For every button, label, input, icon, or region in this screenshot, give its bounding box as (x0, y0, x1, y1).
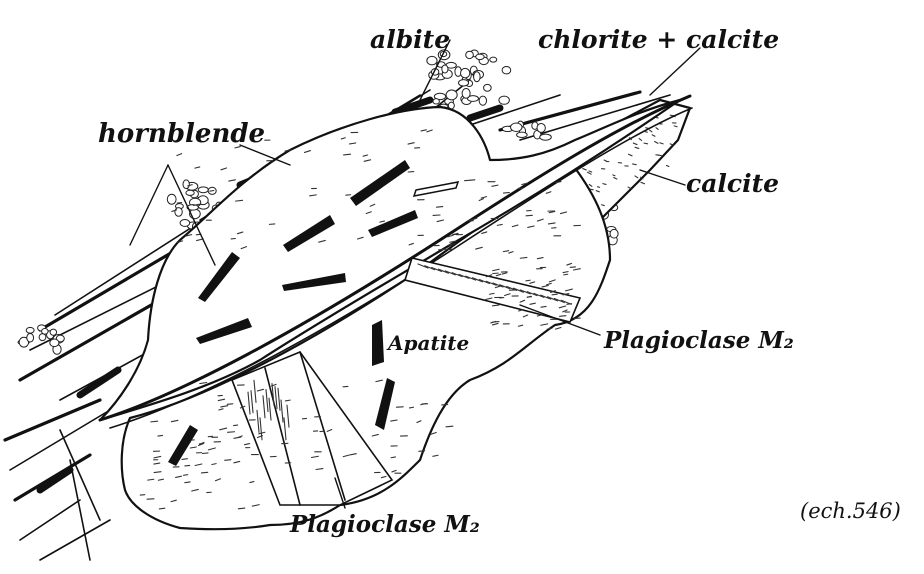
hornblende-streak (20, 500, 80, 540)
plagioclase-stipple-dash (567, 304, 572, 305)
albite-grain (50, 339, 59, 347)
albite-grain (462, 89, 470, 99)
calcite-stipple-dot (644, 143, 648, 144)
albite-grain (502, 66, 511, 73)
plagioclase-stipple-dash (238, 508, 244, 509)
plagioclase-stipple-dash (151, 421, 158, 422)
hornblende-streak (40, 520, 110, 560)
plagioclase-stipple-dash (437, 207, 443, 208)
plagioclase-stipple-dash (560, 316, 566, 317)
albite-grain (180, 219, 190, 226)
plagioclase-stipple-dash (409, 407, 413, 408)
albite-grain (540, 134, 552, 140)
calcite-stipple-dot (602, 205, 605, 206)
plagioclase-stipple-dash (159, 508, 164, 509)
albite-grain (490, 57, 497, 62)
plagioclase-stipple-dash (448, 249, 454, 250)
plagioclase-stipple-dash (446, 426, 453, 427)
albite-grain (50, 329, 57, 335)
plagioclase-stipple-dash (195, 167, 200, 168)
plagioclase-stipple-dash (574, 318, 580, 319)
albite-grain (446, 90, 457, 100)
albite-grain (39, 334, 46, 341)
albite-grain (198, 187, 208, 193)
albite-grain (26, 327, 34, 333)
albite-grain (186, 190, 194, 195)
albite-grain (499, 96, 509, 104)
label-albite: albite (370, 25, 450, 54)
albite-grain (427, 56, 437, 64)
albite-grain (42, 328, 49, 334)
plagioclase-stipple-dash (185, 482, 190, 483)
plagioclase-stipple-dash (225, 460, 231, 461)
plagioclase-stipple-dash (391, 457, 395, 458)
albite-grain (442, 65, 448, 73)
hornblende-streak (5, 400, 100, 440)
hornblende-streak (80, 370, 118, 395)
plagioclase-stipple-dash (503, 192, 509, 193)
chlorite-leader (650, 48, 700, 95)
plagioclase-stipple-dash (227, 404, 233, 405)
albite-grain (167, 194, 176, 204)
plagioclase-stipple-dash (228, 432, 235, 433)
plagioclase-stipple-dash (177, 154, 182, 156)
albite-grain (433, 99, 439, 104)
plagioclase-stipple-dash (158, 435, 163, 436)
plagioclase-stipple-dash (210, 191, 214, 192)
albite-grain (459, 80, 469, 86)
plagioclase-stipple-dash (221, 168, 227, 170)
label-scale: (ech.546) (800, 499, 901, 523)
albite-grain (537, 123, 545, 132)
albite-grain (175, 208, 182, 217)
plagioclase-stipple-dash (433, 455, 438, 456)
calcite-stipple-dot (641, 182, 645, 183)
albite-grain (479, 96, 486, 105)
plagioclase-stipple-dash (177, 203, 181, 204)
label-hornblende: hornblende (98, 119, 265, 149)
plagioclase-stipple-dash (552, 294, 557, 295)
label-plagioclase-bottom: Plagioclase M₂ (289, 511, 480, 538)
plagioclase-stipple-dash (184, 475, 188, 476)
plagioclase-stipple-dash (564, 274, 568, 275)
calcite-leader (640, 170, 685, 185)
apatite-crystal (372, 320, 384, 366)
calcite-stipple-dot (633, 164, 637, 165)
plagioclase-stipple-dash (439, 249, 446, 250)
plagioclase-stipple-dash (185, 465, 190, 466)
plagioclase-stipple-dash (202, 453, 208, 454)
plagioclase-stipple-dash (229, 180, 236, 181)
hornblende-streak (10, 410, 110, 470)
albite-grain (484, 84, 492, 91)
label-chlorite-calcite: chlorite + calcite (538, 25, 779, 54)
plagioclase-stipple-dash (555, 328, 561, 330)
label-apatite: Apatite (386, 331, 469, 355)
plagioclase-stipple-dash (526, 280, 530, 281)
albite-grain (466, 51, 474, 58)
calcite-stipple-dot (666, 165, 668, 166)
albite-grain (474, 72, 481, 82)
label-plagioclase-right: Plagioclase M₂ (603, 327, 794, 354)
hornblende-leader (130, 165, 168, 245)
albite-grain (183, 180, 189, 189)
calcite-stipple-dot (598, 187, 600, 188)
albite-grain (476, 54, 484, 60)
albite-grain (27, 333, 34, 342)
plagioclase-stipple-dash (201, 472, 207, 473)
label-calcite: calcite (686, 169, 779, 198)
albite-grain (461, 68, 470, 78)
plagioclase-stipple-dash (541, 306, 546, 307)
plagioclase-stipple-dash (526, 215, 532, 216)
albite-grain (511, 123, 522, 131)
calcite-stipple-dot (603, 184, 606, 185)
hornblende-streak (40, 470, 70, 490)
plagioclase-stipple-dash (344, 154, 351, 155)
albite-grain (610, 229, 618, 238)
albite-grain (517, 132, 528, 137)
calcite-stipple-dot (658, 155, 661, 156)
